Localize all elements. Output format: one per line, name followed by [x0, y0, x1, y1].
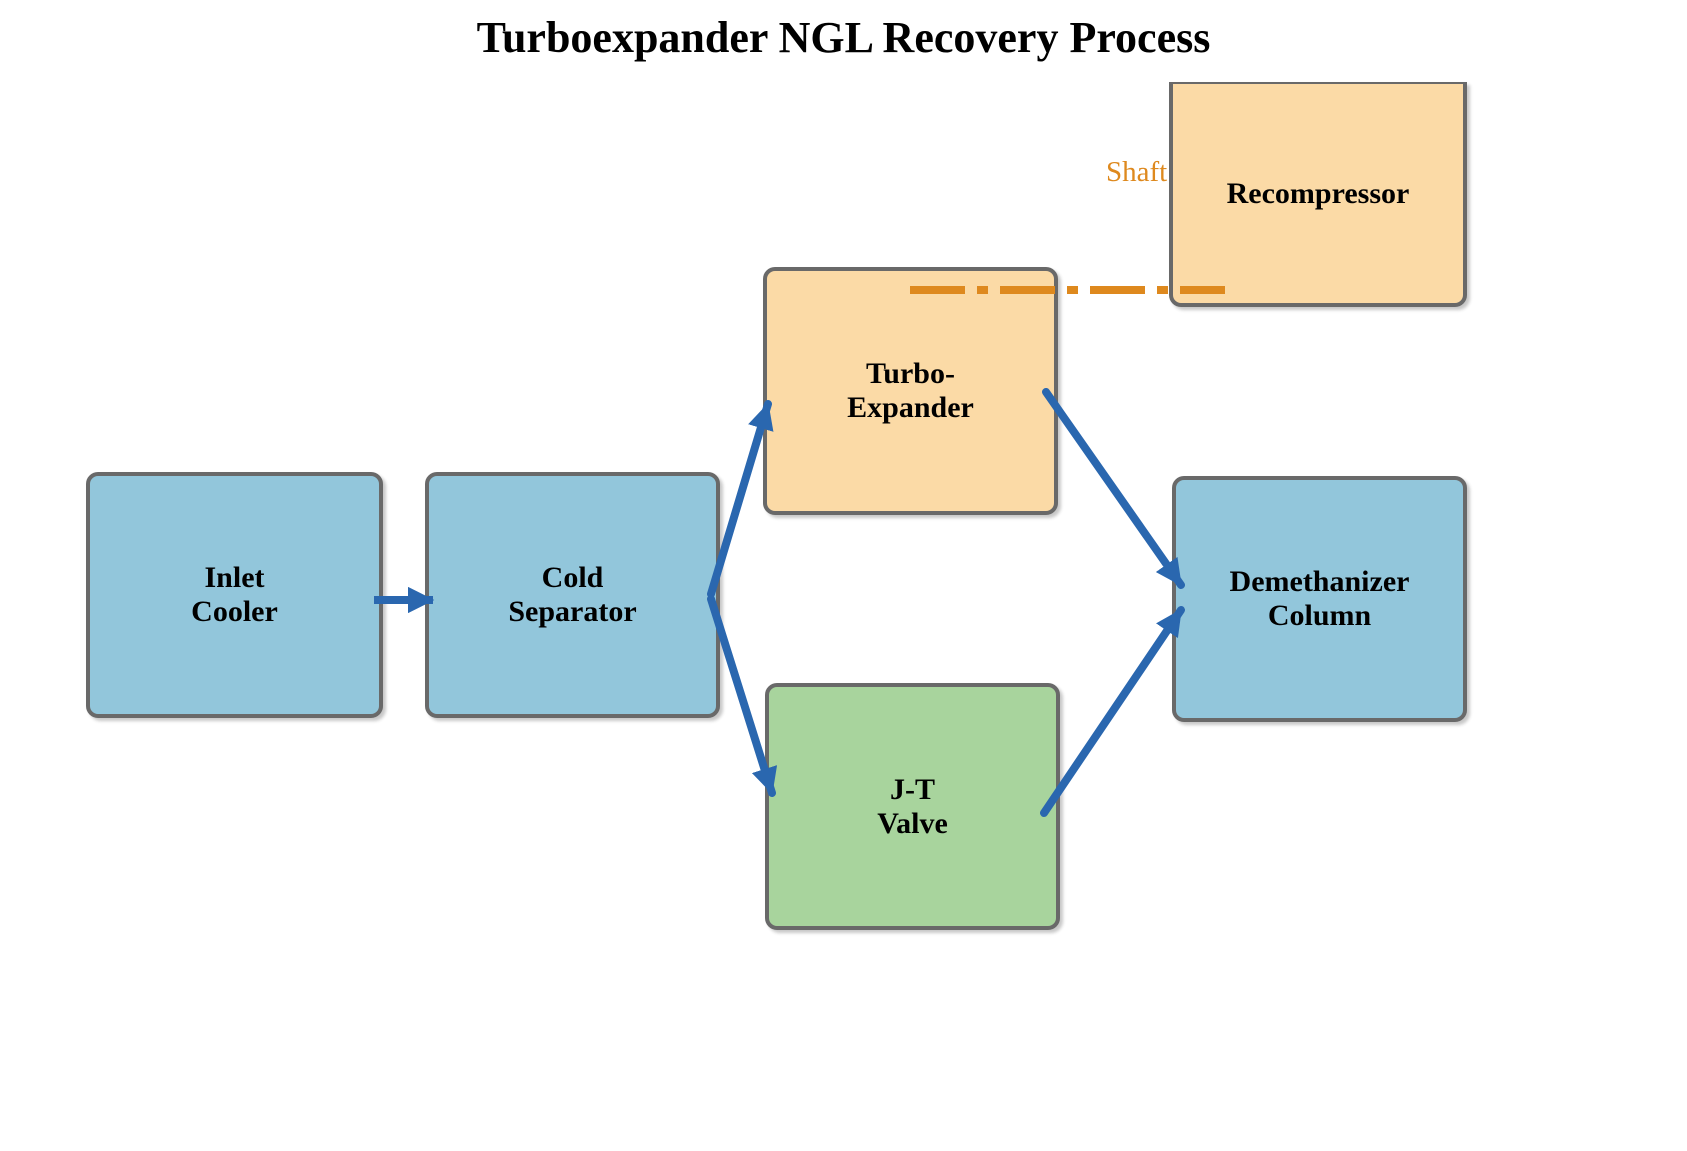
node-recompressor: Recompressor [1169, 82, 1467, 307]
node-cold-separator-label-line2: Separator [508, 595, 637, 628]
node-demethanizer-label-line2: Column [1267, 599, 1372, 632]
node-recompressor-label-line1: Recompressor [1226, 176, 1410, 210]
node-demethanizer-label-line1: Demethanizer [1229, 565, 1410, 599]
node-cold-separator-label-line1: Cold [541, 561, 604, 595]
node-demethanizer-column: Demethanizer Column [1172, 476, 1467, 722]
arrow-jtvalve-to-demethanizer [1040, 606, 1185, 817]
arrow-coldseparator-to-jtvalve [707, 595, 778, 797]
node-cold-separator: Cold Separator [425, 472, 720, 718]
node-inlet-cooler-label-line2: Cooler [191, 595, 278, 628]
node-inlet-cooler: Inlet Cooler [86, 472, 383, 718]
node-turbo-expander: Turbo- Expander [763, 267, 1058, 515]
node-jt-valve-label-line1: J-T [890, 772, 935, 806]
node-jt-valve-label-line2: Valve [877, 806, 948, 840]
shaft-label: Shaft [1106, 156, 1168, 188]
node-jt-valve: J-T Valve [765, 683, 1060, 930]
node-turbo-expander-label-line2: Expander [847, 391, 974, 424]
arrow-turboexpander-to-demethanizer [1042, 388, 1185, 589]
diagram-title: Turboexpander NGL Recovery Process [476, 13, 1211, 62]
node-inlet-cooler-label-line1: Inlet [204, 561, 265, 595]
node-turbo-expander-label-line1: Turbo- [866, 357, 955, 391]
